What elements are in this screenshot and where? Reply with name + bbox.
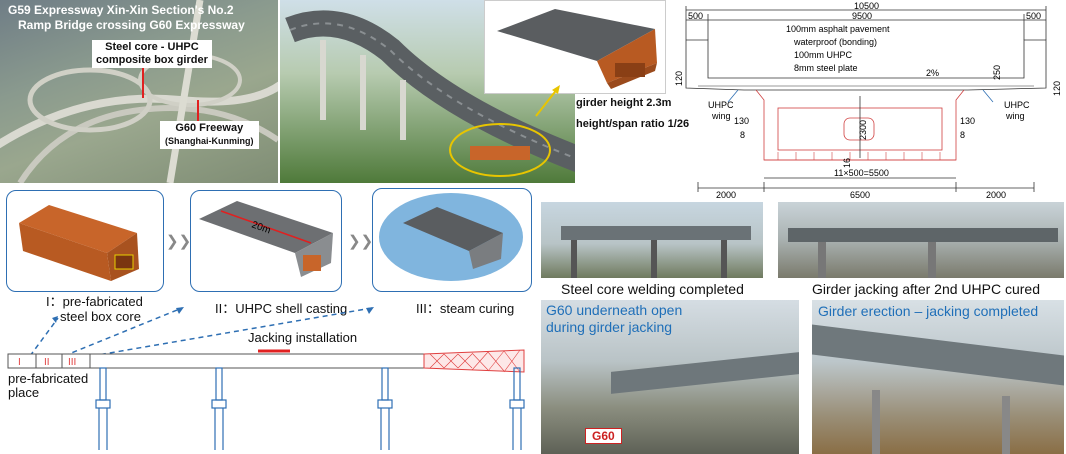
photo-steel-core xyxy=(541,202,763,278)
step3-panel xyxy=(372,188,532,292)
jacking-elevation: I II III xyxy=(7,307,525,450)
girder-height-label: girder height 2.3m xyxy=(576,97,672,109)
step1-label: I：pre-fabricated steel box core xyxy=(46,294,143,324)
girder-inset xyxy=(484,0,666,94)
place-label-2: place xyxy=(8,385,40,400)
dim-8-right: 8 xyxy=(960,130,965,140)
dim-2000-right: 2000 xyxy=(986,190,1006,200)
step2-label: II：UHPC shell casting xyxy=(215,301,348,316)
layer-uhpc: 100mm UHPC xyxy=(794,50,853,60)
dim-500-right: 500 xyxy=(1026,11,1041,21)
step1-label-2: steel box core xyxy=(60,309,141,324)
dim-130-right: 130 xyxy=(960,116,975,126)
photo-jacking-cured xyxy=(778,202,1064,278)
step1-steel-box xyxy=(19,205,139,281)
freeway-label-2: (Shanghai-Kunming) xyxy=(165,136,254,146)
segment-I: I xyxy=(18,357,21,368)
dim-8-left: 8 xyxy=(740,130,745,140)
cross-section-drawing: 10500 500 9500 500 100mm asphalt pavemen… xyxy=(674,1,1062,200)
dim-120-right: 120 xyxy=(1052,81,1062,96)
layer-waterproof: waterproof (bonding) xyxy=(793,37,877,47)
render-highlight-ellipse xyxy=(449,123,551,177)
aerial-title-1: G59 Expressway Xin-Xin Section's No.2 xyxy=(8,3,234,17)
place-label-1: pre-fabricated xyxy=(8,371,89,386)
photo-erection xyxy=(812,300,1064,454)
step2-uhpc-shell: 20m xyxy=(199,201,333,277)
step3-steam-curing xyxy=(379,193,523,281)
wing-right-1: UHPC xyxy=(1004,100,1030,110)
freeway-label: G60 Freeway (Shanghai-Kunming) xyxy=(160,121,259,149)
g60-tag: G60 xyxy=(585,428,622,444)
caption-steel-core: Steel core welding completed xyxy=(561,281,744,297)
slope-label: 2% xyxy=(926,68,939,78)
aerial-roads xyxy=(0,0,278,183)
render-girder xyxy=(470,146,530,160)
render-road xyxy=(285,10,575,177)
wing-left-1: UHPC xyxy=(708,100,734,110)
chevron-icon-2: ❯❯ xyxy=(348,233,374,250)
aerial-title-2: Ramp Bridge crossing G60 Expressway xyxy=(18,18,245,32)
caption-erection: Girder erection – jacking completed xyxy=(818,303,1039,319)
wing-right-2: wing xyxy=(1005,111,1025,121)
caption-g60-open-1: G60 underneath open xyxy=(546,302,683,318)
aerial-photo: G59 Expressway Xin-Xin Section's No.2 Ra… xyxy=(0,0,278,183)
render-arrow xyxy=(535,85,560,117)
step1-label-1: I：pre-fabricated xyxy=(46,294,143,309)
steel-core-label: Steel core - UHPC composite box girder xyxy=(92,40,212,68)
chevron-icon: ❯❯ xyxy=(166,233,192,250)
step2-panel: 20m xyxy=(190,190,342,292)
dim-130-left: 130 xyxy=(734,116,749,126)
dim-total-width: 10500 xyxy=(854,1,879,11)
girder-inset-drawing xyxy=(497,9,657,89)
dim-16: 16 xyxy=(842,158,852,168)
steel-core-label-2: composite box girder xyxy=(96,54,208,66)
place-label: pre-fabricated place xyxy=(8,372,88,400)
dim-9500: 9500 xyxy=(852,11,872,21)
caption-jacking-cured: Girder jacking after 2nd UHPC cured xyxy=(812,281,1040,297)
segment-II: II xyxy=(44,357,50,368)
step1-panel xyxy=(6,190,164,292)
dim-2000-left: 2000 xyxy=(716,190,736,200)
dim-6500: 6500 xyxy=(850,190,870,200)
steel-core-label-1: Steel core - UHPC xyxy=(105,41,199,53)
wing-left-2: wing xyxy=(711,111,731,121)
dim-250: 250 xyxy=(992,65,1002,80)
layer-asphalt: 100mm asphalt pavement xyxy=(786,24,890,34)
freeway-label-1: G60 Freeway xyxy=(175,122,244,134)
layer-steel-plate: 8mm steel plate xyxy=(794,63,858,73)
dim-500-left: 500 xyxy=(688,11,703,21)
span-ratio-label: height/span ratio 1/26 xyxy=(576,118,690,130)
jacking-label: Jacking installation xyxy=(248,330,358,345)
caption-g60-open-2: during girder jacking xyxy=(546,319,673,335)
photo-g60-open: G60 xyxy=(541,300,799,454)
segment-III: III xyxy=(68,357,76,368)
dim-stiffeners: 11×500=5500 xyxy=(834,168,889,178)
step3-label: III：steam curing xyxy=(416,301,515,316)
dim-height: 2300 xyxy=(858,120,868,140)
dim-120-left: 120 xyxy=(674,71,684,86)
